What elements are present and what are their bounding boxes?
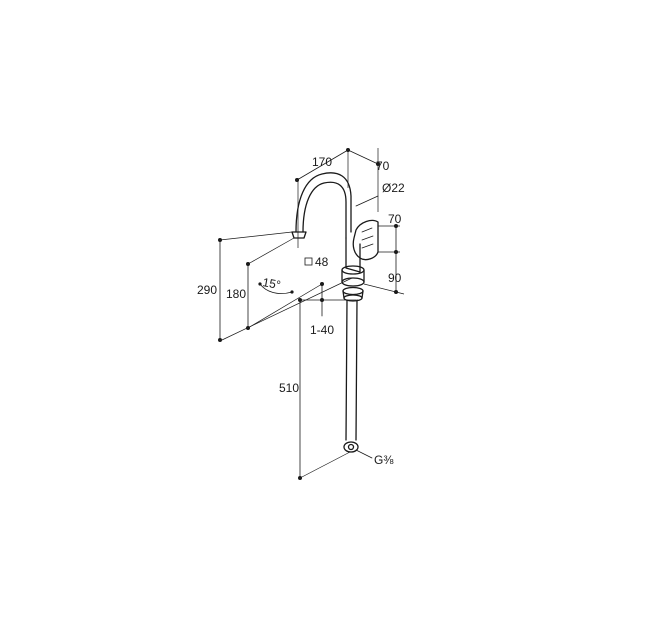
faucet-body [291, 172, 379, 453]
dimension-markers [218, 148, 398, 480]
handle-lever [352, 219, 379, 261]
supply-hose [345, 299, 358, 441]
label-spout-angle: 15° [261, 275, 281, 292]
label-handle-height: 70 [388, 212, 402, 226]
square-symbol-icon [304, 257, 313, 266]
label-total-height: 290 [197, 283, 217, 297]
dimension-labels: 170 70 Ø22 70 90 48 15° 290 180 1-40 510… [197, 155, 405, 467]
mount-nut-sides [342, 290, 364, 299]
spout-outer [295, 172, 352, 233]
label-pipe-diameter: Ø22 [382, 181, 405, 195]
label-thread: G⅜ [374, 453, 394, 467]
base-collar-sides [341, 269, 365, 283]
hose-connector [343, 441, 359, 453]
label-top-depth: 70 [376, 159, 390, 173]
label-spout-height: 180 [226, 287, 246, 301]
mount-nut-top [342, 286, 364, 296]
label-deck-thickness: 1-40 [310, 323, 334, 337]
label-hose-length: 510 [279, 381, 299, 395]
label-top-width: 170 [312, 155, 332, 169]
hose-connector-hole [347, 443, 355, 451]
base-collar-bottom [341, 277, 365, 287]
label-base-square: 48 [315, 255, 329, 269]
dimension-lines [219, 149, 397, 479]
handle-grip [361, 227, 374, 249]
label-base-height: 90 [388, 271, 402, 285]
spout-inner [302, 181, 347, 239]
spout-outlet [291, 231, 307, 239]
